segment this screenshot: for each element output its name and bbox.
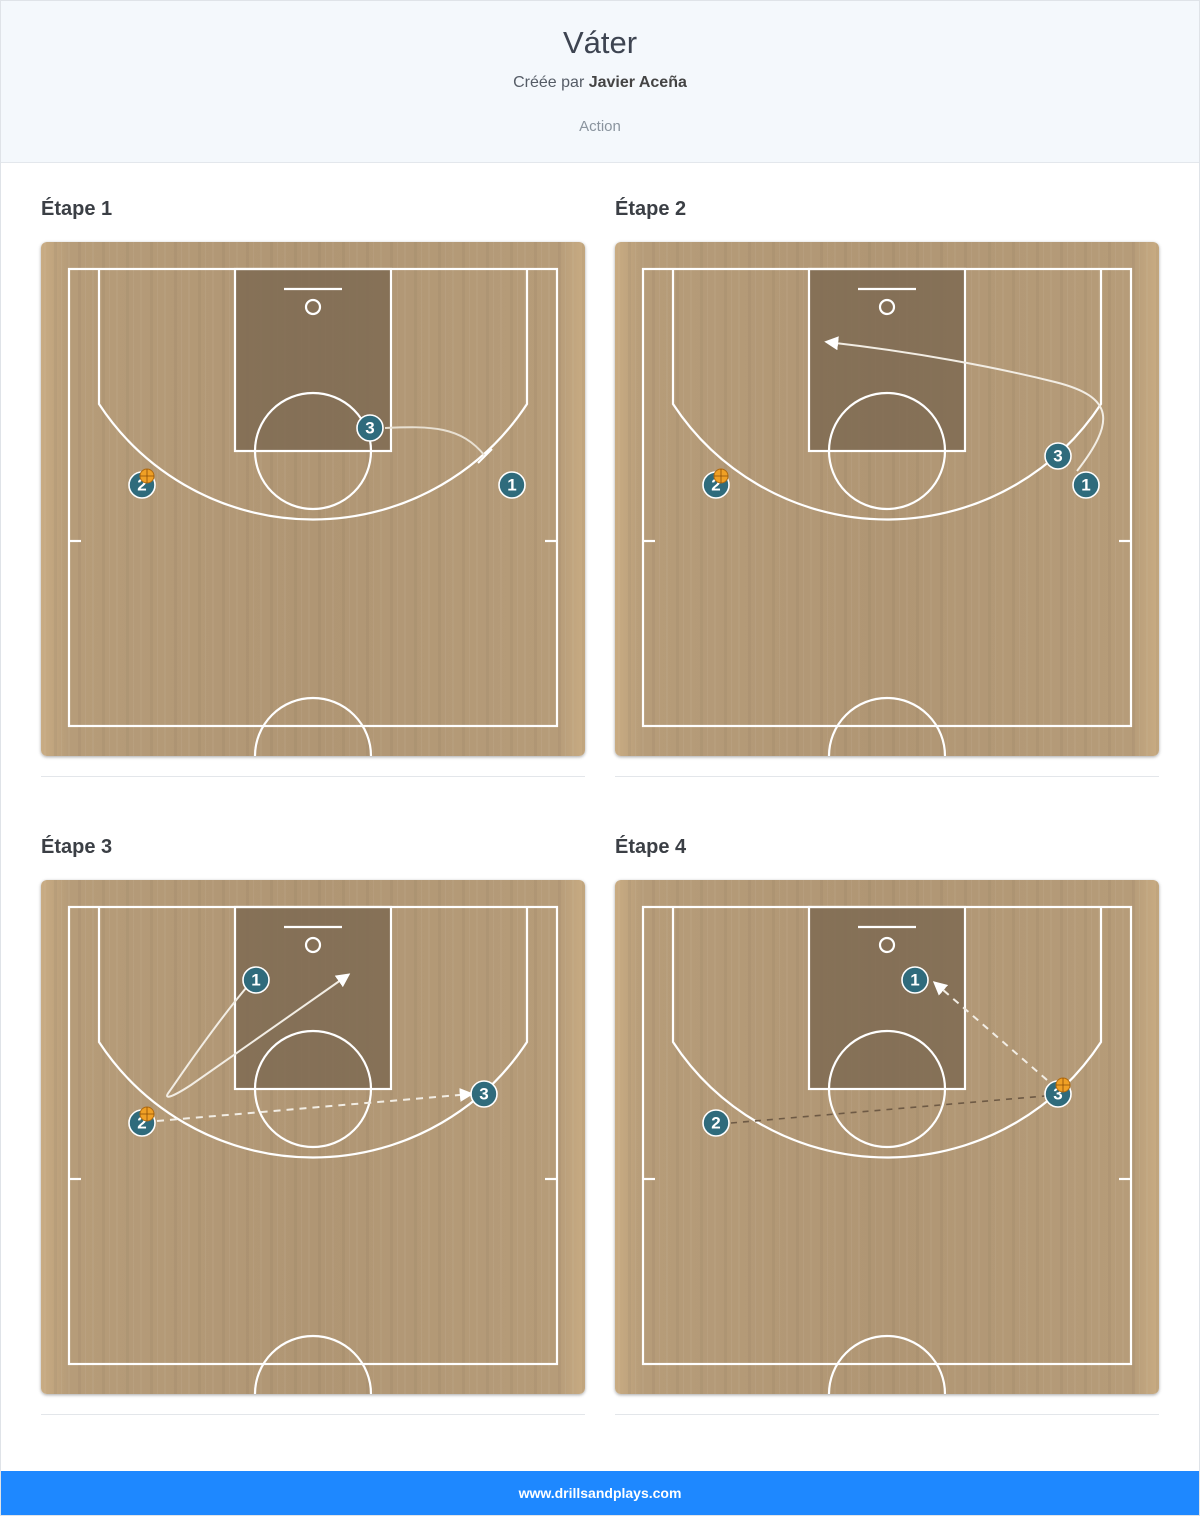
court-svg: 2 3 1 [41,242,585,756]
player-token: 1 [901,966,929,994]
step-1: Étape 1 2 3 1 [41,196,585,777]
court-svg: 1 2 3 [41,880,585,1394]
step-3: Étape 3 1 2 3 [41,834,585,1415]
step-divider [41,776,585,777]
svg-text:3: 3 [365,419,374,438]
court-svg: 1 2 3 [615,880,1159,1394]
step-title: Étape 1 [41,198,113,220]
ball-icon [139,1106,155,1122]
step-divider [615,1414,1159,1415]
svg-text:3: 3 [1053,447,1062,466]
court-svg: 2 3 1 [615,242,1159,756]
play-author-line: Créée par Javier Aceña [1,74,1199,92]
step-title: Étape 2 [615,198,687,220]
step-title: Étape 3 [41,836,113,858]
author-name: Javier Aceña [588,74,687,91]
player-token: 2 [128,1106,156,1137]
cut-path [824,336,1105,472]
player-token: 1 [498,471,526,499]
step-2: Étape 2 2 3 1 [615,196,1159,777]
player-token: 2 [702,1109,730,1137]
player-token: 2 [128,468,156,499]
player-token: 3 [1044,442,1072,470]
svg-text:3: 3 [479,1085,488,1104]
court-diagram: 1 2 3 [41,880,585,1394]
screen-end-marker [477,448,493,464]
ball-icon [1055,1077,1071,1093]
ball-icon [139,468,155,484]
player-token: 3 [1044,1077,1072,1108]
pass-path [932,981,1048,1081]
pass-path [156,1087,474,1122]
player-token: 3 [470,1080,498,1108]
footer-site-link[interactable]: www.drillsandplays.com [518,1485,682,1501]
svg-text:1: 1 [507,476,516,495]
svg-text:2: 2 [137,476,146,495]
site-footer: www.drillsandplays.com [1,1471,1199,1515]
player-token: 1 [1072,471,1100,499]
play-category: Action [579,118,621,135]
svg-text:2: 2 [711,1114,720,1133]
player-token: 1 [242,966,270,994]
svg-text:3: 3 [1053,1085,1062,1104]
svg-text:1: 1 [251,971,260,990]
half-court [615,880,1159,1394]
previous-pass-path [730,1095,1046,1124]
step-title: Étape 4 [615,836,687,858]
play-title: Váter [562,25,638,60]
svg-text:2: 2 [137,1114,146,1133]
half-court [41,880,585,1394]
svg-text:1: 1 [910,971,919,990]
half-court [615,242,1159,756]
play-header: Váter Créée par Javier Aceña Action [1,1,1199,163]
step-divider [615,776,1159,777]
player-token: 3 [356,414,384,442]
step-4: Étape 4 1 2 3 [615,834,1159,1415]
ball-icon [713,468,729,484]
court-diagram: 2 3 1 [615,242,1159,756]
created-by-prefix: Créée par [513,74,585,91]
half-court [41,242,585,756]
svg-text:2: 2 [711,476,720,495]
court-diagram: 2 3 1 [41,242,585,756]
player-token: 2 [702,468,730,499]
step-divider [41,1414,585,1415]
screen-path [384,426,486,457]
svg-text:1: 1 [1081,476,1090,495]
court-diagram: 1 2 3 [615,880,1159,1394]
cut-path [166,973,351,1098]
